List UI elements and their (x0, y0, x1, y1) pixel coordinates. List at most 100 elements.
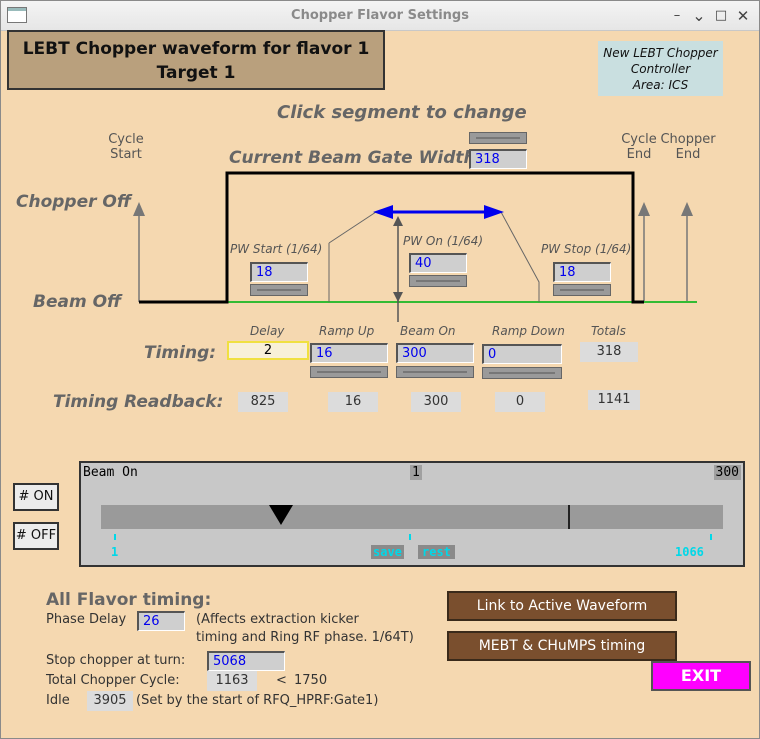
chopper-end-arrowhead (681, 202, 693, 216)
timing-label: Timing: (144, 343, 217, 363)
idle-note: (Set by the start of RFQ_HPRF:Gate1) (136, 693, 379, 708)
controller-line-2: Controller (630, 62, 691, 76)
ramp-up-slider[interactable] (310, 366, 388, 378)
cycle-start-arrowhead (133, 202, 145, 216)
beam-off-label: Beam Off (33, 292, 122, 312)
pw-on-slider[interactable] (409, 275, 467, 287)
cycle-end-arrowhead (638, 202, 650, 216)
beam-on-header: Beam On (400, 324, 456, 338)
main-panel: LEBT Chopper waveform for flavor 1 Targe… (1, 30, 759, 738)
ramp-down-field[interactable]: 0 (482, 344, 562, 364)
off-count-button[interactable]: # OFF (13, 522, 59, 550)
scrubber-max-label: 1066 (675, 545, 704, 559)
ramp-down-slider[interactable] (482, 367, 562, 379)
readback-ramp-up: 16 (328, 392, 378, 412)
chopper-off-label: Chopper Off (16, 192, 132, 212)
gate-width-slider[interactable] (469, 132, 527, 144)
phase-note-2: timing and Ring RF phase. 1/64T) (196, 630, 414, 645)
scrubber-mid-tick (409, 534, 411, 540)
scrubber-rest[interactable]: rest (418, 545, 455, 559)
ramp-up-header: Ramp Up (319, 324, 375, 338)
delay-header: Delay (250, 324, 285, 338)
phase-delay-label: Phase Delay (46, 612, 127, 627)
scrubber-tick (567, 505, 570, 529)
controller-line-1: New LEBT Chopper (603, 46, 718, 60)
cycle-start-label: Cycle Start (108, 132, 144, 162)
exit-button[interactable]: EXIT (651, 661, 751, 691)
gate-width-label: Current Beam Gate Width: (229, 148, 483, 168)
scrubber-marker[interactable] (269, 505, 294, 525)
controller-info: New LEBT Chopper Controller Area: ICS (598, 41, 723, 96)
ramp-down-header: Ramp Down (492, 324, 565, 338)
scrubber-max-tick (710, 534, 712, 540)
title-bar: Chopper Flavor Settings – ⌄ □ ✕ (1, 1, 759, 31)
idle-value: 3905 (87, 691, 133, 711)
pw-stop-slider[interactable] (553, 284, 611, 296)
chopper-waveform[interactable] (139, 171, 644, 304)
on-count-button[interactable]: # ON (13, 483, 59, 511)
readback-beam-on: 300 (411, 392, 461, 412)
stop-chopper-field[interactable]: 5068 (207, 651, 285, 671)
waveform-diagram (133, 171, 697, 322)
link-active-waveform-button[interactable]: Link to Active Waveform (447, 591, 677, 621)
chopper-end-label: Chopper End (659, 132, 717, 162)
pw-start-slider[interactable] (250, 284, 308, 296)
delay-field[interactable]: 2 (227, 341, 309, 360)
beam-on-arrow-right (484, 205, 504, 219)
scrubber-title: Beam On (83, 465, 138, 480)
pw-on-field[interactable]: 40 (409, 253, 467, 273)
timing-total: 318 (580, 342, 638, 362)
pw-on-label: PW On (1/64) (403, 234, 484, 248)
scrubber-save[interactable]: save (371, 545, 404, 559)
stop-chopper-label: Stop chopper at turn: (46, 653, 186, 668)
pw-stop-label: PW Stop (1/64) (541, 242, 632, 256)
cycle-end-label-line2: End (626, 147, 652, 162)
cycle-start-label-line1: Cycle (108, 132, 144, 147)
readback-ramp-down: 0 (495, 392, 545, 412)
pw-start-label: PW Start (1/64) (230, 242, 323, 256)
cycle-end-label-line1: Cycle (621, 132, 657, 147)
scrubber-track[interactable] (101, 505, 723, 529)
all-flavor-title: All Flavor timing: (46, 590, 212, 610)
controller-area: Area: ICS (632, 78, 689, 92)
chopper-end-label-line1: Chopper (660, 132, 716, 147)
ramp-up-line (328, 211, 377, 244)
phase-note-1: (Affects extraction kicker (196, 612, 359, 627)
pw-on-arrow-up (393, 216, 403, 226)
readback-delay: 825 (238, 392, 288, 412)
totals-header: Totals (591, 324, 626, 338)
timing-readback-label: Timing Readback: (53, 392, 224, 412)
beam-on-scrubber: Beam On 1 300 1 save rest 1066 (79, 461, 745, 567)
chopper-end-label-line2: End (675, 147, 701, 162)
phase-delay-field[interactable]: 26 (137, 611, 185, 631)
idle-label: Idle (46, 693, 70, 708)
ramp-up-field[interactable]: 16 (310, 343, 388, 363)
total-cycle-lt: < (276, 673, 287, 688)
scrubber-max: 300 (713, 465, 741, 480)
header-target: Target 1 (156, 63, 236, 83)
minimize-icon[interactable]: – (673, 8, 681, 23)
total-cycle-label: Total Chopper Cycle: (46, 673, 180, 688)
mebt-chumps-timing-button[interactable]: MEBT & CHuMPS timing (447, 631, 677, 661)
pw-stop-field[interactable]: 18 (553, 262, 611, 282)
total-cycle-limit: 1750 (294, 673, 328, 688)
app-icon (7, 7, 27, 23)
cycle-start-label-line2: Start (110, 147, 142, 162)
pw-start-field[interactable]: 18 (250, 262, 308, 282)
pw-on-arrow-down (393, 292, 403, 302)
maximize-icon[interactable]: □ (714, 8, 728, 23)
scrubber-min-tick (114, 534, 116, 540)
scrubber-current: 1 (410, 465, 422, 480)
ramp-down-line (500, 211, 540, 302)
close-icon[interactable]: ✕ (736, 7, 750, 25)
restore-icon[interactable]: ⌄ (692, 6, 706, 25)
scrubber-min-label: 1 (111, 545, 119, 559)
header-title: LEBT Chopper waveform for flavor 1 (22, 39, 370, 59)
beam-on-slider[interactable] (396, 366, 474, 378)
beam-on-field[interactable]: 300 (396, 343, 474, 363)
window-title: Chopper Flavor Settings (291, 8, 469, 23)
gate-width-field[interactable]: 318 (469, 149, 527, 169)
cycle-end-label: Cycle End (618, 132, 660, 162)
waveform-header: LEBT Chopper waveform for flavor 1 Targe… (7, 30, 385, 90)
